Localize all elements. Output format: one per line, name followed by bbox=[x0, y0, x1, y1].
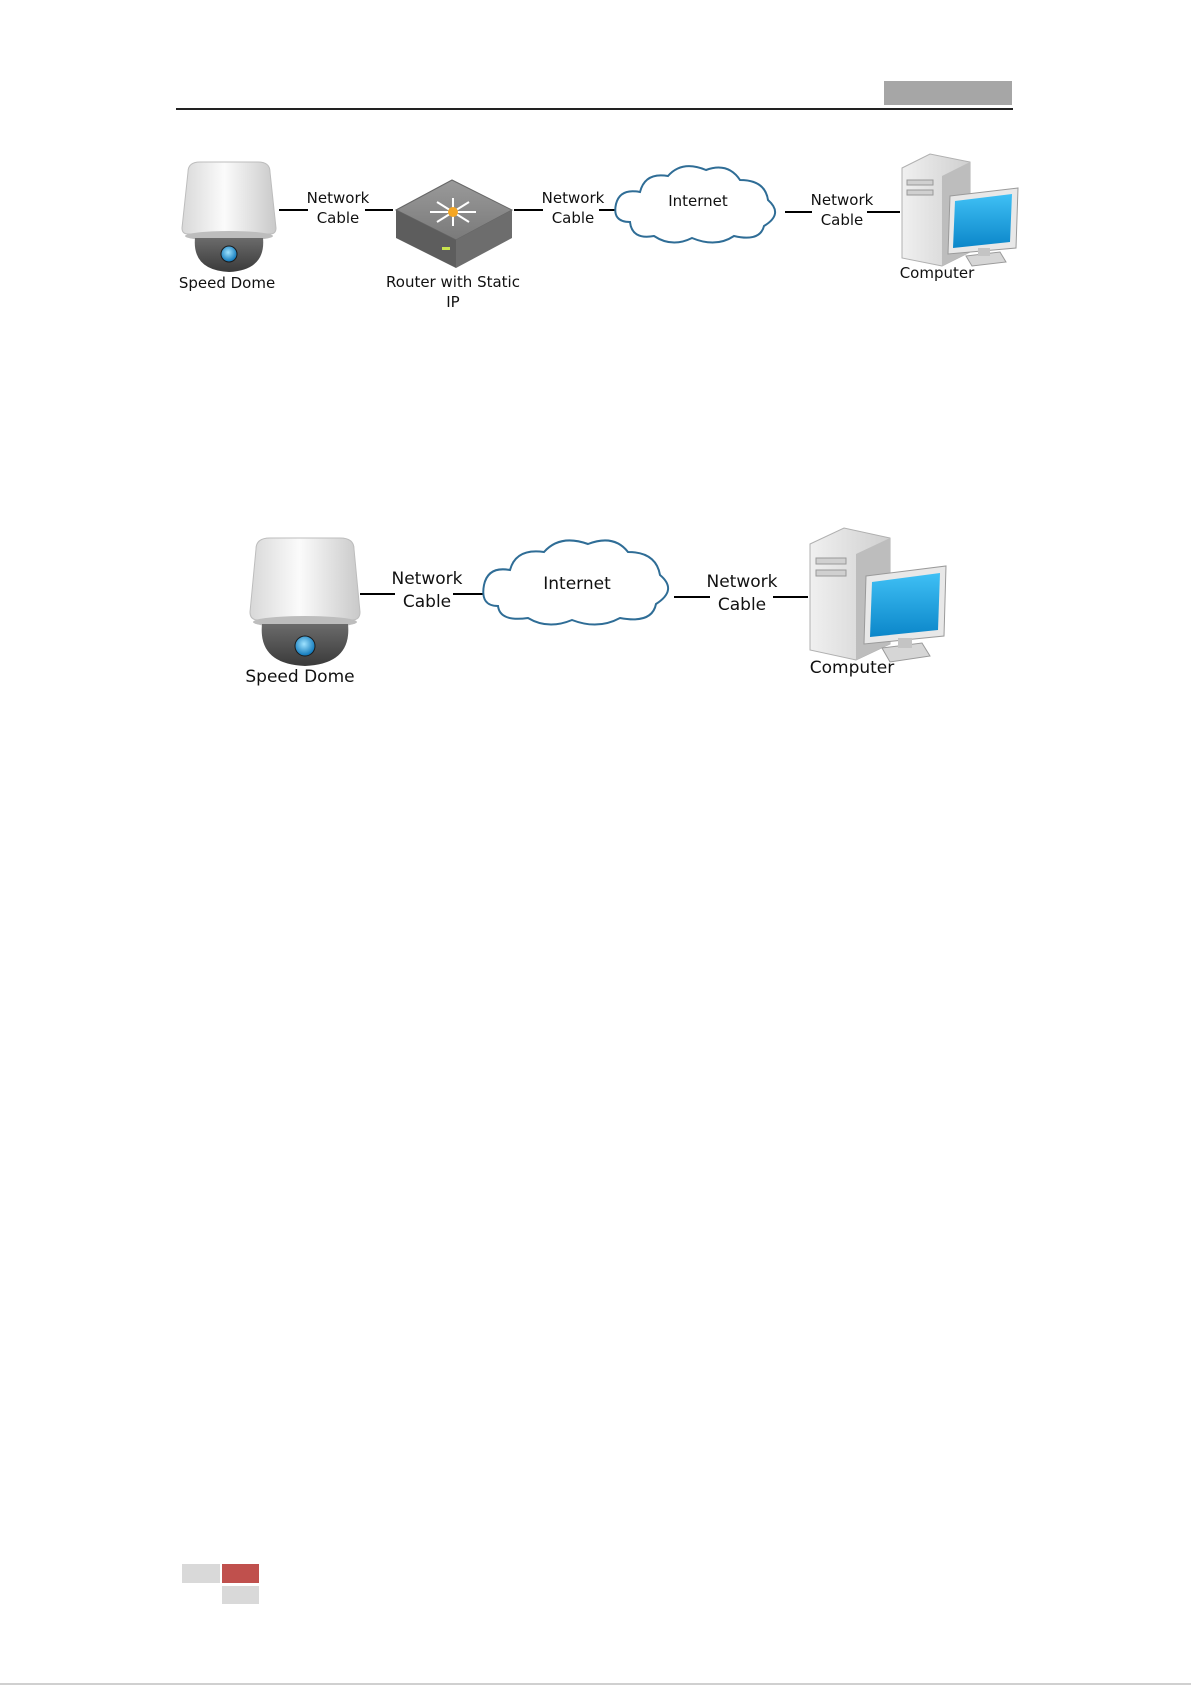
bottom-speed-dome-icon bbox=[250, 538, 360, 666]
bottom-internet-label: Internet bbox=[532, 573, 622, 596]
bottom-cable-label-1: Network Cable bbox=[382, 568, 472, 614]
bottom-speed-dome-label: Speed Dome bbox=[238, 666, 362, 689]
top-internet-label: Internet bbox=[658, 191, 738, 211]
top-computer-icon bbox=[902, 154, 1018, 266]
top-speed-dome-icon bbox=[182, 162, 276, 272]
top-router-icon bbox=[396, 180, 512, 268]
top-cable-label-3: Network Cable bbox=[802, 190, 882, 231]
footer-marker-red bbox=[222, 1564, 259, 1583]
top-cable-label-2: Network Cable bbox=[533, 188, 613, 229]
bottom-computer-icon bbox=[810, 528, 946, 662]
top-cable-label-1: Network Cable bbox=[298, 188, 378, 229]
top-speed-dome-label: Speed Dome bbox=[172, 273, 282, 293]
bottom-computer-label: Computer bbox=[802, 657, 902, 680]
footer-marker-grey-1 bbox=[182, 1564, 220, 1583]
footer-marker-grey-2 bbox=[222, 1586, 259, 1604]
top-router-label: Router with Static IP bbox=[378, 272, 528, 313]
bottom-cable-label-2: Network Cable bbox=[697, 571, 787, 617]
top-computer-label: Computer bbox=[892, 263, 982, 283]
